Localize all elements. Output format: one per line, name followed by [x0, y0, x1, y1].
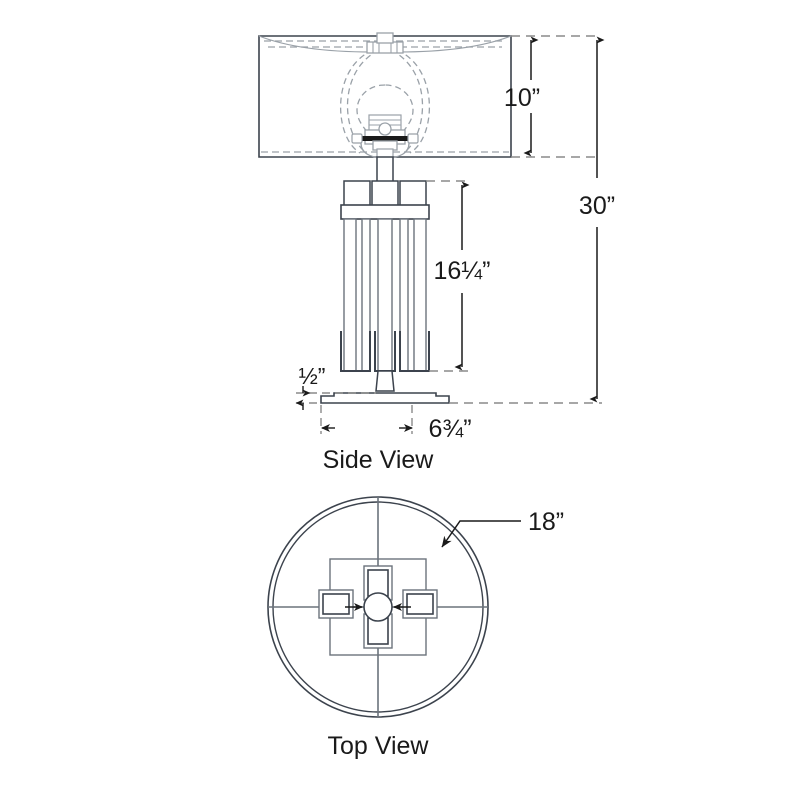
saddle-plate	[366, 41, 404, 54]
column-bracket-left	[340, 331, 371, 372]
view-label-top: Top View	[328, 732, 430, 760]
shade-top-curve-right	[397, 35, 512, 53]
dimension-body-height: 16¼”	[426, 180, 491, 372]
dimension-label-base-width: 6¾”	[428, 415, 471, 443]
column-rail-right	[399, 218, 409, 372]
shade-top-curve-left	[258, 35, 373, 53]
harp-clip-right	[407, 133, 419, 144]
column-rail-far-right	[413, 218, 427, 372]
dimension-label-shade-height: 10”	[504, 84, 540, 112]
column-rail-far-left	[343, 218, 357, 372]
post-block-west-inner	[322, 593, 350, 615]
side-view-group: 10” 30” 16¼”	[258, 32, 615, 474]
dimension-base-thickness: ½”	[295, 363, 376, 410]
lamp-base	[320, 370, 450, 404]
dimension-overall-height: 30”	[449, 36, 615, 404]
dimension-label-shade-diameter: 18”	[528, 508, 564, 536]
lamp-column	[340, 180, 430, 372]
top-view-group: 18” Top View	[267, 496, 564, 760]
column-bracket-right	[399, 331, 430, 372]
dimension-base-width: 6¾”	[320, 405, 472, 443]
center-hub-circle	[363, 592, 393, 622]
post-block-south-inner	[367, 617, 389, 645]
column-rail-left	[361, 218, 371, 372]
socket-collar	[358, 136, 412, 141]
leader-line-18	[441, 520, 521, 548]
socket-switch-knob	[378, 122, 392, 136]
post-block-east-inner	[406, 593, 434, 615]
harp-saddle	[366, 32, 404, 54]
post-block-north-inner	[367, 569, 389, 597]
saddle-slots	[372, 42, 398, 53]
lamp-harp	[339, 49, 431, 154]
stem-rod	[376, 156, 394, 184]
dimension-shade-diameter: 18”	[441, 508, 564, 548]
column-rail-center	[377, 218, 393, 372]
harp-clip-left	[351, 133, 363, 144]
lamp-stem	[376, 156, 394, 184]
dimension-label-base-thickness: ½”	[299, 363, 326, 389]
column-collar-band	[340, 204, 430, 220]
dimension-shade-height: 10”	[504, 35, 600, 158]
view-label-side: Side View	[323, 446, 435, 474]
dimension-label-body-height: 16¼”	[434, 257, 491, 285]
finial-stud	[376, 32, 394, 44]
base-neck	[375, 370, 395, 392]
base-plate	[320, 392, 450, 404]
dimension-label-overall-height: 30”	[579, 192, 615, 220]
